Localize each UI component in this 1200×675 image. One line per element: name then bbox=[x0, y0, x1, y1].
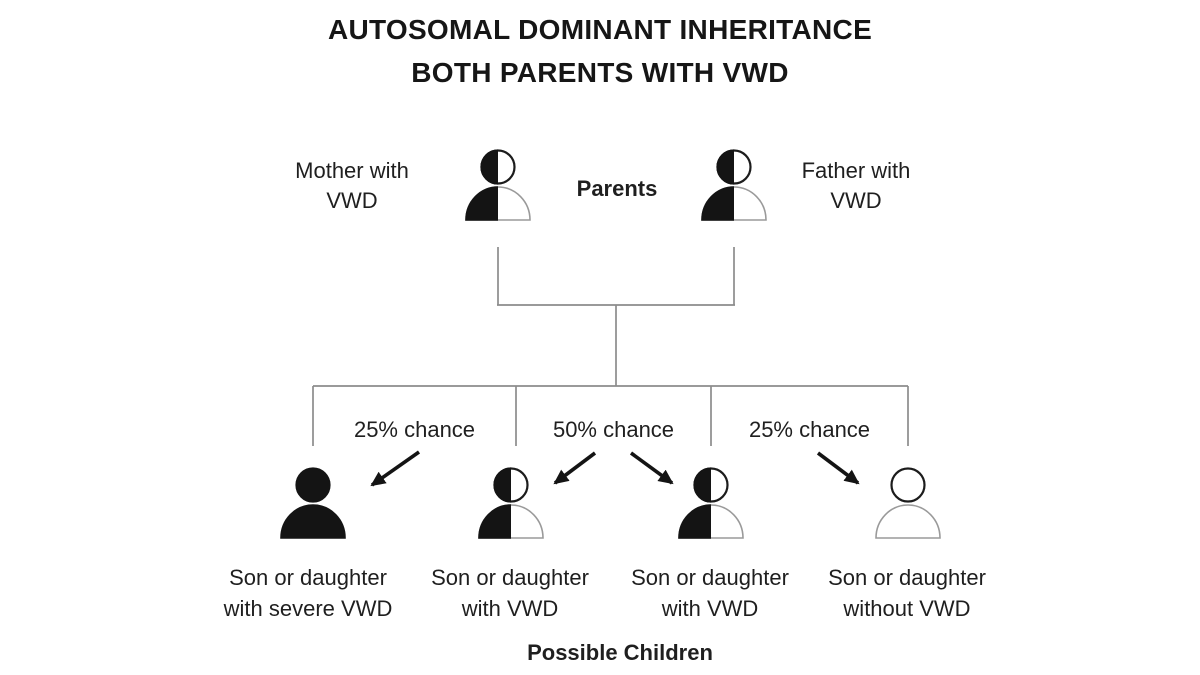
child-3-label: Son or daughter with VWD bbox=[631, 565, 789, 621]
diagram-title: AUTOSOMAL DOMINANT INHERITANCE BOTH PARE… bbox=[0, 8, 1200, 94]
father-person-half-filled-icon bbox=[701, 149, 767, 221]
mother-person-half-filled-icon bbox=[465, 149, 531, 221]
arrow-to-child-2 bbox=[553, 451, 597, 485]
chance-label-1: 25% chance bbox=[353, 417, 476, 442]
title-line-1: AUTOSOMAL DOMINANT INHERITANCE bbox=[327, 14, 873, 45]
arrow-to-child-1 bbox=[370, 450, 421, 487]
child-1-label: Son or daughter with severe VWD bbox=[223, 565, 393, 621]
possible-children-label: Possible Children bbox=[527, 640, 713, 665]
mother-label: Mother with VWD bbox=[295, 158, 409, 213]
child-4-person-outline-icon bbox=[875, 467, 941, 539]
child-2-person-half-filled-icon bbox=[478, 467, 544, 539]
arrow-to-child-3 bbox=[629, 451, 674, 485]
child-1-person-filled-icon bbox=[280, 467, 346, 539]
parents-label: Parents bbox=[576, 176, 658, 201]
title-line-2: BOTH PARENTS WITH VWD bbox=[411, 57, 789, 88]
child-3-person-half-filled-icon bbox=[678, 467, 744, 539]
father-label: Father with VWD bbox=[801, 158, 911, 213]
chance-label-3: 25% chance bbox=[748, 417, 871, 442]
chance-label-2: 50% chance bbox=[552, 417, 675, 442]
child-2-label: Son or daughter with VWD bbox=[431, 565, 589, 621]
arrow-to-child-4 bbox=[816, 451, 860, 485]
child-4-label: Son or daughter without VWD bbox=[828, 565, 986, 621]
